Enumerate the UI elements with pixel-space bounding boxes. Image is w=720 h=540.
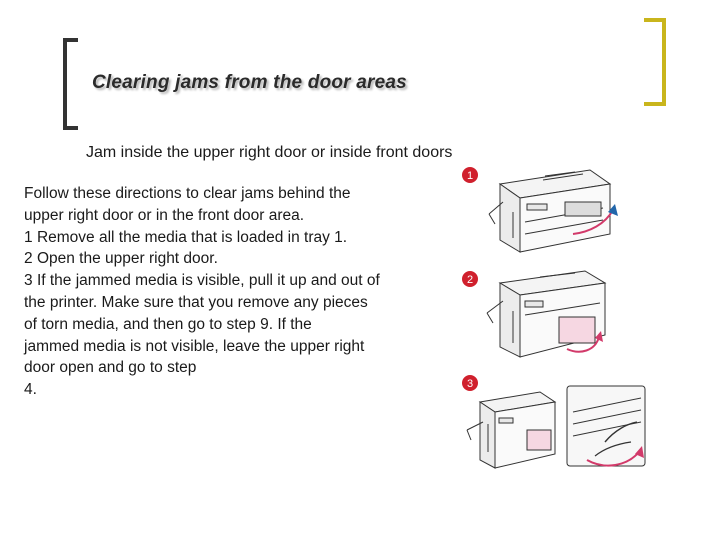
- arrow-head-icon: [635, 446, 644, 458]
- detail-inset: [566, 385, 646, 467]
- step-badge: 2: [462, 271, 478, 287]
- intro-line: upper right door or in the front door ar…: [24, 206, 305, 224]
- step-line: 1 Remove all the media that is loaded in…: [24, 227, 454, 249]
- printer-icon: [486, 270, 607, 358]
- step-text: Remove all the media that is loaded in t…: [36, 228, 348, 246]
- intro-line: Follow these directions to clear jams be…: [24, 185, 351, 202]
- step-text: Open the upper right door.: [36, 250, 218, 268]
- printer-icon: [466, 391, 557, 469]
- step-continuation: of torn media, and then go to step 9. If…: [24, 315, 312, 333]
- step-number: 1: [24, 228, 33, 246]
- slide-subtitle: Jam inside the upper right door or insid…: [86, 144, 453, 161]
- step-badge-number: 3: [467, 378, 473, 390]
- step-text: If the jammed media is visible, pull it …: [36, 272, 380, 290]
- left-bracket-decoration: [63, 38, 78, 130]
- pull-arrow-icon: [572, 209, 614, 235]
- pull-media-arrow-icon: [586, 451, 640, 467]
- step-badge-number: 2: [467, 274, 473, 286]
- step-line: 2 Open the upper right door.: [24, 248, 454, 270]
- arrow-head-icon: [608, 204, 618, 216]
- step-number: 3: [24, 272, 33, 290]
- printer-illustration-step-3: 3: [462, 375, 646, 469]
- arrow-head-icon: [595, 331, 603, 342]
- step-badge-number: 1: [467, 170, 473, 182]
- instructions-text: Follow these directions to clear jams be…: [24, 183, 454, 401]
- printer-illustration-step-1: 1: [462, 167, 618, 253]
- step-line: 3 If the jammed media is visible, pull i…: [24, 270, 454, 292]
- open-door-arrow-icon: [566, 336, 600, 353]
- slide-title: Clearing jams from the door areas: [92, 72, 407, 93]
- right-bracket-decoration: [644, 18, 666, 106]
- step-badge: 1: [462, 167, 478, 183]
- step-continuation: 4.: [24, 381, 37, 399]
- step-continuation: door open and go to step: [24, 359, 197, 377]
- step-badge: 3: [462, 375, 478, 391]
- printer-icon: [488, 169, 612, 253]
- printer-illustration-step-2: 2: [462, 270, 607, 358]
- step-number: 2: [24, 250, 33, 268]
- step-continuation: the printer. Make sure that you remove a…: [24, 293, 368, 311]
- step-continuation: jammed media is not visible, leave the u…: [24, 337, 365, 355]
